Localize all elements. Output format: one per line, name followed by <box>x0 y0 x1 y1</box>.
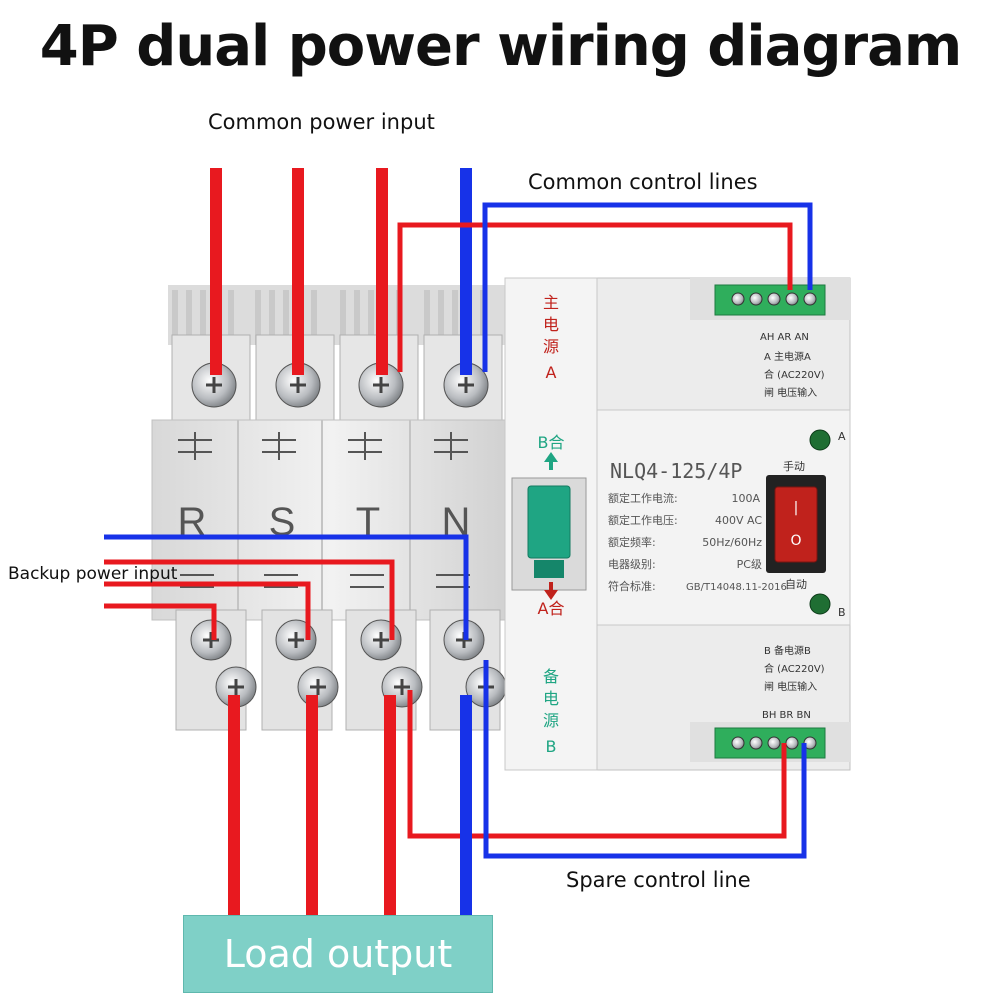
terminal-top-info-2: 合 (AC220V) <box>764 368 825 381</box>
manual-label: 手动 <box>783 459 805 473</box>
source-b-char-4: B <box>546 737 557 756</box>
common-power-input-label: Common power input <box>208 110 435 134</box>
spec-value-standard: GB/T14048.11-2016 <box>686 582 787 593</box>
load-output-wires <box>228 695 472 915</box>
transfer-switch-handle[interactable] <box>527 485 571 559</box>
rocker-on-symbol: | <box>794 500 799 516</box>
common-power-input-wires <box>210 168 472 375</box>
common-control-lines-label: Common control lines <box>528 170 758 194</box>
load-output-box: Load output <box>183 915 493 993</box>
source-b-char-2: 电 <box>543 689 559 708</box>
terminal-bottom-info-1: B 备电源B <box>764 644 811 657</box>
spec-value-current: 100A <box>731 492 760 505</box>
load-output-label: Load output <box>223 932 453 976</box>
spec-label-voltage: 额定工作电压: <box>608 513 678 527</box>
indicator-b-label: B <box>838 606 846 619</box>
terminal-bottom-info-3: 闸 电压输入 <box>764 680 817 693</box>
spare-control-wires <box>407 660 807 859</box>
common-control-wires <box>397 202 813 372</box>
spec-value-voltage: 400V AC <box>715 514 762 527</box>
auto-label: 自动 <box>785 578 807 591</box>
manual-auto-rocker-switch[interactable] <box>774 486 818 563</box>
arrow-down-icon <box>544 582 558 600</box>
source-a-char-4: A <box>546 363 557 382</box>
terminal-bottom-codes: BH BR BN <box>762 710 811 721</box>
terminal-top-info-3: 闸 电压输入 <box>764 386 817 399</box>
source-a-char-3: 源 <box>543 337 559 356</box>
diagram-title: 4P dual power wiring diagram <box>39 14 962 79</box>
source-b-char-3: 源 <box>543 711 559 730</box>
indicator-a-label: A <box>838 430 846 443</box>
source-a-char-2: 电 <box>543 315 559 334</box>
terminal-top-codes: AH AR AN <box>760 332 809 343</box>
spec-label-class: 电器级别: <box>608 558 656 571</box>
terminal-bottom-info-2: 合 (AC220V) <box>764 662 825 675</box>
terminal-top-info-1: A 主电源A <box>764 350 811 363</box>
spec-label-standard: 符合标准: <box>608 579 656 593</box>
rocker-off-symbol: O <box>790 533 801 549</box>
source-a-char-1: 主 <box>543 293 559 312</box>
indicator-lamp-a <box>809 429 831 451</box>
source-b-char-1: 备 <box>543 667 559 686</box>
spec-value-class: PC级 <box>737 558 762 571</box>
switch-bottom-label: A合 <box>538 599 565 618</box>
backup-power-input-wires <box>104 534 469 640</box>
spec-value-frequency: 50Hz/60Hz <box>702 536 762 549</box>
spec-label-frequency: 额定频率: <box>608 535 656 549</box>
arrow-up-icon <box>544 452 558 470</box>
backup-power-input-label: Backup power input <box>8 564 178 584</box>
indicator-lamp-b <box>809 593 831 615</box>
spare-control-line-label: Spare control line <box>566 868 751 892</box>
switch-top-label: B合 <box>538 433 565 452</box>
spec-label-current: 额定工作电流: <box>608 491 678 505</box>
model-number: NLQ4-125/4P <box>610 459 742 483</box>
